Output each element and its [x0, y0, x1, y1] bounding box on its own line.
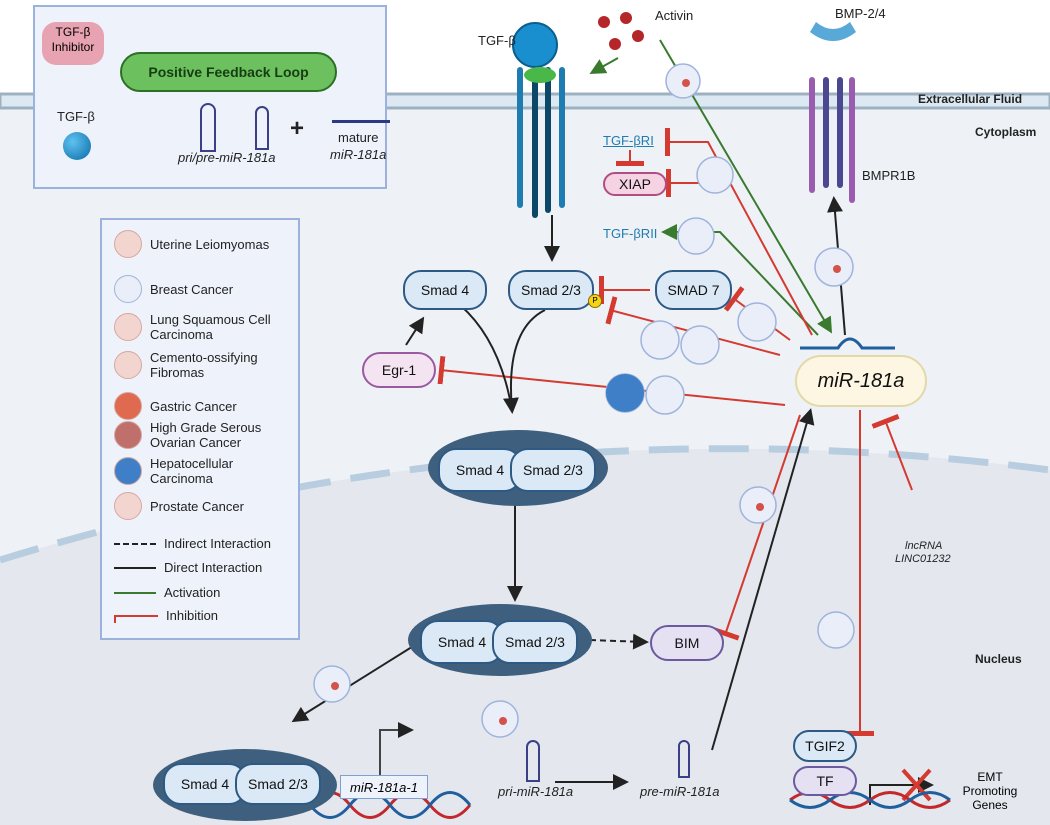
activin-label: Activin: [655, 8, 694, 23]
legend-breast: Breast Cancer: [114, 275, 233, 303]
legend-label: Direct Interaction: [164, 560, 263, 575]
linc01232-label: LINC01232: [895, 553, 951, 565]
legend-gastric: Gastric Cancer: [114, 392, 237, 420]
smad23-node: Smad 2/3: [508, 270, 594, 310]
bmp-label: BMP-2/4: [835, 6, 886, 21]
complex1-smad4: Smad 4: [438, 448, 522, 492]
hairpin-icon: [200, 103, 216, 152]
inset-mature-mir-label: miR-181a: [330, 147, 387, 162]
uterus-icon: [114, 230, 142, 258]
legend-label: Lung Squamous Cell Carcinoma: [150, 312, 271, 342]
legend-uterine: Uterine Leiomyomas: [114, 230, 269, 258]
emt-label: EMT Promoting Genes: [962, 770, 1018, 812]
stomach-icon: [114, 392, 142, 420]
pri-mir181a-label: pri-miR-181a: [498, 784, 574, 799]
legend-direct: Direct Interaction: [114, 560, 262, 575]
egr1-node: Egr-1: [362, 352, 436, 388]
tgfbrii-label: TGF-βRII: [603, 226, 658, 241]
breast-icon: [114, 275, 142, 303]
legend-indirect: Indirect Interaction: [114, 536, 271, 551]
bmpr1b-label: BMPR1B: [862, 168, 916, 183]
tf-node: TF: [793, 766, 857, 796]
xiap-node: XIAP: [603, 172, 667, 196]
legend-prostate: Prostate Cancer: [114, 492, 244, 520]
complex3-smad23: Smad 2/3: [235, 763, 321, 805]
inset-pri-pre-label: pri/pre-miR-181a: [178, 150, 276, 165]
legend: Uterine Leiomyomas Breast Cancer Lung Sq…: [100, 218, 300, 640]
legend-label: Hepatocellular Carcinoma: [150, 456, 234, 486]
pre-hairpin-icon: [678, 740, 690, 778]
legend-label: Cemento-ossifying Fibromas: [150, 350, 258, 380]
ovary-icon: [114, 421, 142, 449]
legend-label: Prostate Cancer: [150, 498, 244, 514]
tgfb-inhibitor: TGF-β Inhibitor: [42, 22, 104, 65]
legend-inhibition: Inhibition: [114, 608, 218, 623]
legend-activation: Activation: [114, 585, 220, 600]
inset-tgfb-label: TGF-β: [57, 109, 95, 124]
plus-sign: +: [290, 115, 305, 142]
complex2-smad4: Smad 4: [420, 620, 504, 664]
positive-feedback-loop-label: Positive Feedback Loop: [120, 52, 337, 92]
legend-label: Uterine Leiomyomas: [150, 236, 270, 252]
legend-label: Inhibition: [166, 608, 219, 623]
mouth-icon: [114, 351, 142, 379]
phosphate-badge: P: [588, 294, 602, 308]
prostate-icon: [114, 492, 142, 520]
extracellular-label: Extracellular Fluid: [918, 92, 1023, 106]
tgfb-label: TGF-β: [478, 33, 516, 48]
smad4-node: Smad 4: [403, 270, 487, 310]
complex1-smad23: Smad 2/3: [510, 448, 596, 492]
hairpin-icon: [255, 106, 269, 150]
activin-dots: [598, 12, 644, 50]
mirna-glyph: [800, 337, 895, 350]
legend-label: Breast Cancer: [150, 281, 234, 297]
legend-lung: Lung Squamous Cell Carcinoma: [114, 312, 284, 342]
tgif2-node: TGIF2: [793, 730, 857, 762]
legend-label: Activation: [164, 585, 221, 600]
pri-hairpin-icon: [526, 740, 540, 782]
tgfb-ligand-icon: [63, 132, 91, 160]
cytoplasm-label: Cytoplasm: [975, 125, 1037, 139]
complex2-smad23: Smad 2/3: [492, 620, 578, 664]
dashed-arrow-icon: [114, 542, 156, 545]
green-arrow-icon: [114, 591, 156, 594]
bmp-receptor: [809, 22, 856, 203]
lncrna-label: lncRNA: [905, 540, 943, 552]
lung-icon: [114, 313, 142, 341]
legend-label: Indirect Interaction: [164, 536, 271, 551]
tgfb-receptor: [512, 22, 565, 218]
inset-mature-label: mature: [338, 130, 379, 145]
gene-mir181a1: miR-181a-1: [340, 775, 428, 799]
nucleus-label: Nucleus: [975, 652, 1022, 666]
legend-ovarian: High Grade Serous Ovarian Cancer: [114, 420, 290, 450]
legend-label: Gastric Cancer: [150, 398, 237, 414]
smad7-node: SMAD 7: [655, 270, 732, 310]
tgfbri-label: TGF-βRI: [603, 133, 654, 148]
legend-cemento: Cemento-ossifying Fibromas: [114, 350, 280, 380]
liver-icon: [114, 457, 142, 485]
mature-mirna-icon: [332, 110, 390, 123]
legend-hepatocellular: Hepatocellular Carcinoma: [114, 456, 280, 486]
pre-mir181a-label: pre-miR-181a: [640, 784, 720, 799]
arrow-icon: [114, 566, 156, 569]
mir181a-node: miR-181a: [795, 355, 927, 407]
inhibition-icon: [114, 614, 158, 623]
legend-label: High Grade Serous Ovarian Cancer: [150, 420, 262, 450]
bim-node: BIM: [650, 625, 724, 661]
